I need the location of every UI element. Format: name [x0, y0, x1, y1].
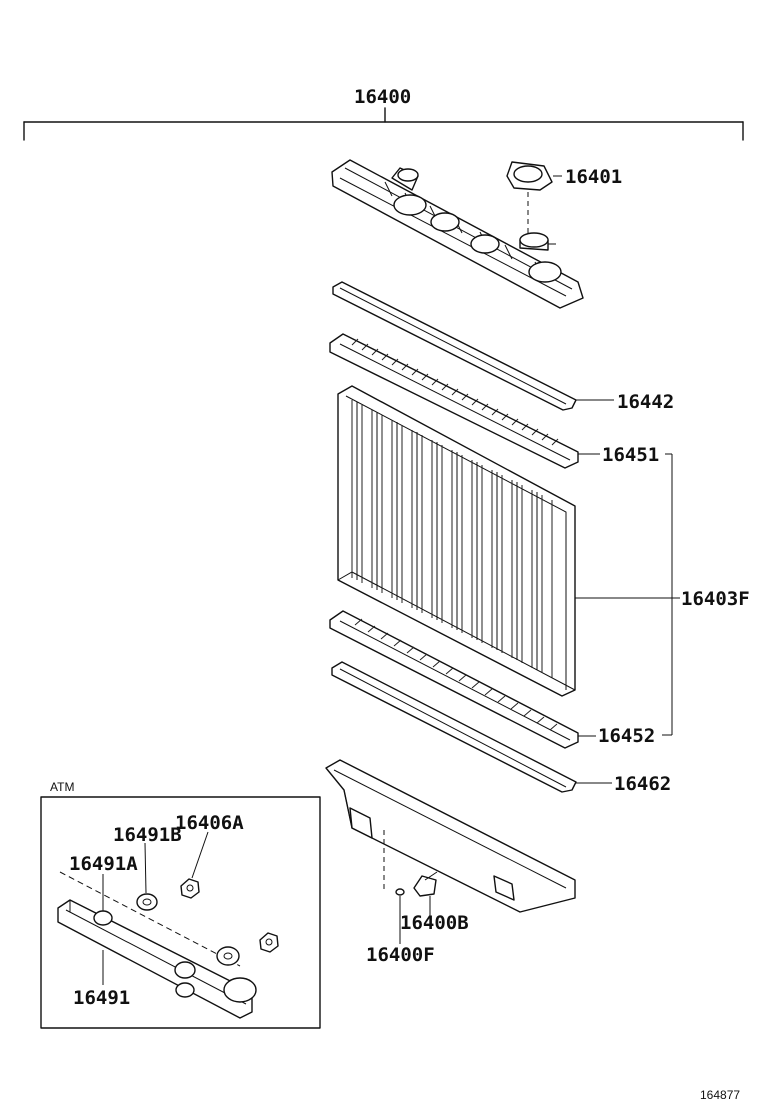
label-16491B: 16491B	[113, 824, 182, 846]
label-16451: 16451	[602, 444, 659, 466]
label-16442: 16442	[617, 391, 674, 413]
lower-tank	[325, 759, 576, 913]
lower-gasket	[331, 661, 577, 793]
radiator-core	[337, 385, 576, 697]
label-16403F: 16403F	[681, 588, 750, 610]
figure-id: 164877	[700, 1088, 740, 1102]
label-16400: 16400	[354, 86, 411, 108]
atm-inset: ATM	[40, 780, 321, 1029]
atm-inset-title: ATM	[50, 780, 74, 794]
label-16462: 16462	[614, 773, 671, 795]
label-16401: 16401	[565, 166, 622, 188]
label-16452: 16452	[598, 725, 655, 747]
radiator-cap	[506, 161, 553, 236]
upper-core-plate	[329, 333, 579, 469]
label-16491A: 16491A	[69, 853, 138, 875]
lower-core-plate	[329, 610, 579, 749]
upper-gasket	[332, 281, 577, 411]
drain-cock	[413, 871, 438, 897]
label-16400F: 16400F	[366, 944, 435, 966]
assembly-bracket	[23, 107, 744, 141]
label-16491: 16491	[73, 987, 130, 1009]
label-16400B: 16400B	[400, 912, 469, 934]
label-16406A: 16406A	[175, 812, 244, 834]
upper-tank	[331, 159, 584, 309]
drain-plug	[395, 888, 405, 896]
